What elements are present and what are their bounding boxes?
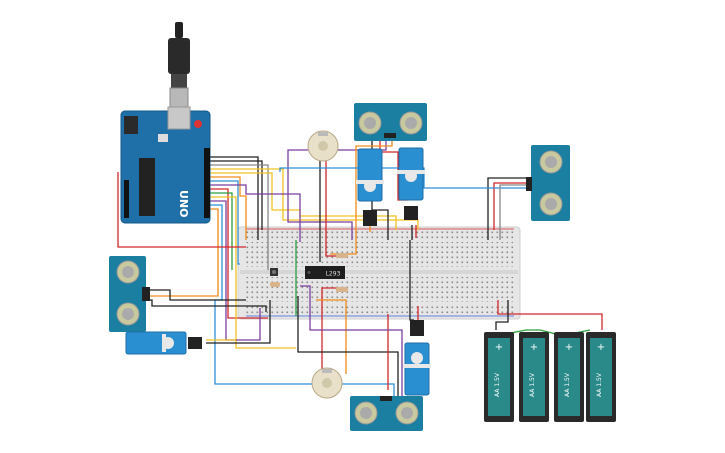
wire-purple — [208, 184, 301, 242]
wire-red — [497, 300, 603, 330]
ultrasonic-sensor-icon — [350, 396, 423, 431]
wire-green — [208, 192, 233, 270]
usb-plug-icon — [168, 22, 190, 109]
wire-red — [321, 287, 340, 374]
wire-black — [487, 177, 532, 240]
motor-icon — [311, 367, 343, 399]
wire-black — [297, 296, 399, 398]
arduino-board: UNO — [120, 22, 211, 224]
wire-red — [117, 172, 246, 248]
wire-yellow — [208, 196, 296, 349]
breadboard — [237, 226, 521, 320]
battery-label: AA 1.5V — [596, 372, 603, 397]
servo-icon — [356, 148, 384, 226]
servo-icon — [397, 147, 425, 220]
wire-orange — [142, 208, 219, 297]
motor-icon — [307, 130, 339, 162]
servo-icon — [403, 320, 431, 396]
ultrasonic-sensor-icon — [354, 103, 427, 141]
servo-icon — [125, 331, 202, 355]
battery-label: AA 1.5V — [494, 372, 501, 397]
battery-label: AA 1.5V — [529, 372, 536, 397]
wire-black — [495, 300, 509, 330]
battery-icon: + AA 1.5V — [554, 332, 584, 422]
battery-icon: + AA 1.5V — [586, 332, 616, 422]
wire-orange — [208, 176, 247, 240]
wire-black — [206, 300, 271, 344]
wire-grey — [499, 184, 532, 240]
wires — [117, 140, 603, 398]
wire-black — [150, 289, 246, 301]
ultrasonic-sensor-icon — [526, 145, 570, 221]
wire-green — [505, 329, 557, 335]
battery-label: AA 1.5V — [564, 372, 571, 397]
wire-black — [208, 156, 259, 240]
wire-blue — [279, 167, 532, 189]
wire-yellow — [208, 168, 419, 230]
wire-orange — [316, 299, 347, 374]
ultrasonic-sensor-icon — [109, 256, 150, 332]
resistors — [270, 253, 348, 292]
battery-plus-label: + — [530, 342, 538, 353]
wire-red — [208, 188, 268, 319]
battery-plus-label: + — [495, 342, 503, 353]
motor-driver-chip: L293 — [305, 266, 345, 279]
battery-plus-label: + — [565, 342, 573, 353]
battery-icon: + AA 1.5V — [484, 332, 514, 422]
wire-red — [493, 182, 532, 230]
wire-purple — [287, 140, 387, 240]
wire-grey — [208, 164, 269, 270]
battery-pack: + AA 1.5V + AA 1.5V + AA 1.5V + AA 1.5V — [484, 332, 616, 422]
battery-plus-label: + — [597, 342, 605, 353]
chip-label: L293 — [326, 271, 341, 278]
wire-purple — [300, 285, 403, 398]
battery-icon: + AA 1.5V — [519, 332, 549, 422]
wire-blue — [208, 180, 240, 265]
wire-black — [208, 160, 263, 230]
board-brand-text: UNO — [177, 190, 190, 218]
